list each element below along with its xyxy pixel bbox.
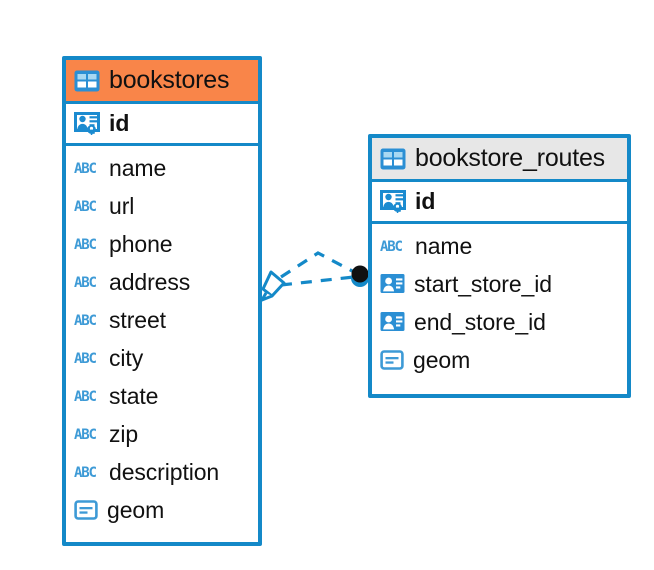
field-row[interactable]: ABC description xyxy=(66,453,258,491)
primary-key-row[interactable]: id xyxy=(66,104,258,146)
field-label: geom xyxy=(413,346,471,373)
svg-text:ABC: ABC xyxy=(380,239,402,255)
table-icon xyxy=(380,148,406,170)
field-label: name xyxy=(109,154,167,181)
table-icon xyxy=(74,70,100,92)
field-label: state xyxy=(109,382,159,409)
entity-title: bookstores xyxy=(109,66,230,94)
field-list: ABC name start_store_id xyxy=(372,224,627,383)
field-label: geom xyxy=(107,496,165,523)
abc-icon: ABC xyxy=(74,387,100,405)
entity-header-bookstores[interactable]: bookstores xyxy=(66,60,258,104)
svg-text:ABC: ABC xyxy=(74,389,96,405)
svg-text:ABC: ABC xyxy=(74,427,96,443)
abc-icon: ABC xyxy=(74,273,100,291)
svg-text:ABC: ABC xyxy=(74,199,96,215)
field-row[interactable]: start_store_id xyxy=(372,265,627,303)
primary-key-icon xyxy=(74,111,100,137)
geometry-icon xyxy=(74,498,98,522)
field-row[interactable]: ABC state xyxy=(66,377,258,415)
abc-icon: ABC xyxy=(74,425,100,443)
relationship-line-lower xyxy=(280,275,355,287)
entity-title: bookstore_routes xyxy=(415,144,605,172)
abc-icon: ABC xyxy=(74,235,100,253)
primary-key-label: id xyxy=(415,188,436,214)
abc-icon: ABC xyxy=(74,197,100,215)
entity-table-bookstore-routes[interactable]: bookstore_routes id xyxy=(368,134,631,398)
field-row[interactable]: ABC phone xyxy=(66,225,258,263)
field-row[interactable]: ABC name xyxy=(66,149,258,187)
abc-icon: ABC xyxy=(74,311,100,329)
field-row[interactable]: ABC address xyxy=(66,263,258,301)
field-row[interactable]: end_store_id xyxy=(372,303,627,341)
field-label: name xyxy=(415,232,473,259)
field-label: city xyxy=(109,344,144,371)
svg-text:ABC: ABC xyxy=(74,465,96,481)
field-label: phone xyxy=(109,230,173,257)
svg-text:ABC: ABC xyxy=(74,237,96,253)
field-label: end_store_id xyxy=(414,308,546,335)
field-row[interactable]: geom xyxy=(66,491,258,529)
abc-icon: ABC xyxy=(74,463,100,481)
primary-key-label: id xyxy=(109,110,130,136)
entity-table-bookstores[interactable]: bookstores id xyxy=(62,56,262,546)
svg-text:ABC: ABC xyxy=(74,161,96,177)
field-list: ABC name ABC url ABC xyxy=(66,146,258,533)
field-row[interactable]: ABC name xyxy=(372,227,627,265)
field-label: street xyxy=(109,306,166,333)
svg-text:ABC: ABC xyxy=(74,351,96,367)
svg-text:ABC: ABC xyxy=(74,313,96,329)
field-row[interactable]: ABC url xyxy=(66,187,258,225)
field-label: description xyxy=(109,458,220,485)
primary-key-row[interactable]: id xyxy=(372,182,627,224)
foreign-key-icon xyxy=(380,272,405,297)
field-row[interactable]: ABC zip xyxy=(66,415,258,453)
field-label: zip xyxy=(109,420,139,447)
field-label: url xyxy=(109,192,135,219)
filled-circle-endpoint[interactable] xyxy=(351,265,369,288)
abc-icon: ABC xyxy=(74,159,100,177)
field-row[interactable]: geom xyxy=(372,341,627,379)
foreign-key-icon xyxy=(380,310,405,335)
abc-icon: ABC xyxy=(380,237,406,255)
entity-header-bookstore-routes[interactable]: bookstore_routes xyxy=(372,138,627,182)
field-label: start_store_id xyxy=(414,270,552,297)
geometry-icon xyxy=(380,348,404,372)
primary-key-icon xyxy=(380,189,406,215)
relationship-line-upper xyxy=(280,251,357,279)
abc-icon: ABC xyxy=(74,349,100,367)
field-label: address xyxy=(109,268,191,295)
field-row[interactable]: ABC street xyxy=(66,301,258,339)
relationship-diamond-marker[interactable] xyxy=(260,270,286,302)
svg-text:ABC: ABC xyxy=(74,275,96,291)
field-row[interactable]: ABC city xyxy=(66,339,258,377)
